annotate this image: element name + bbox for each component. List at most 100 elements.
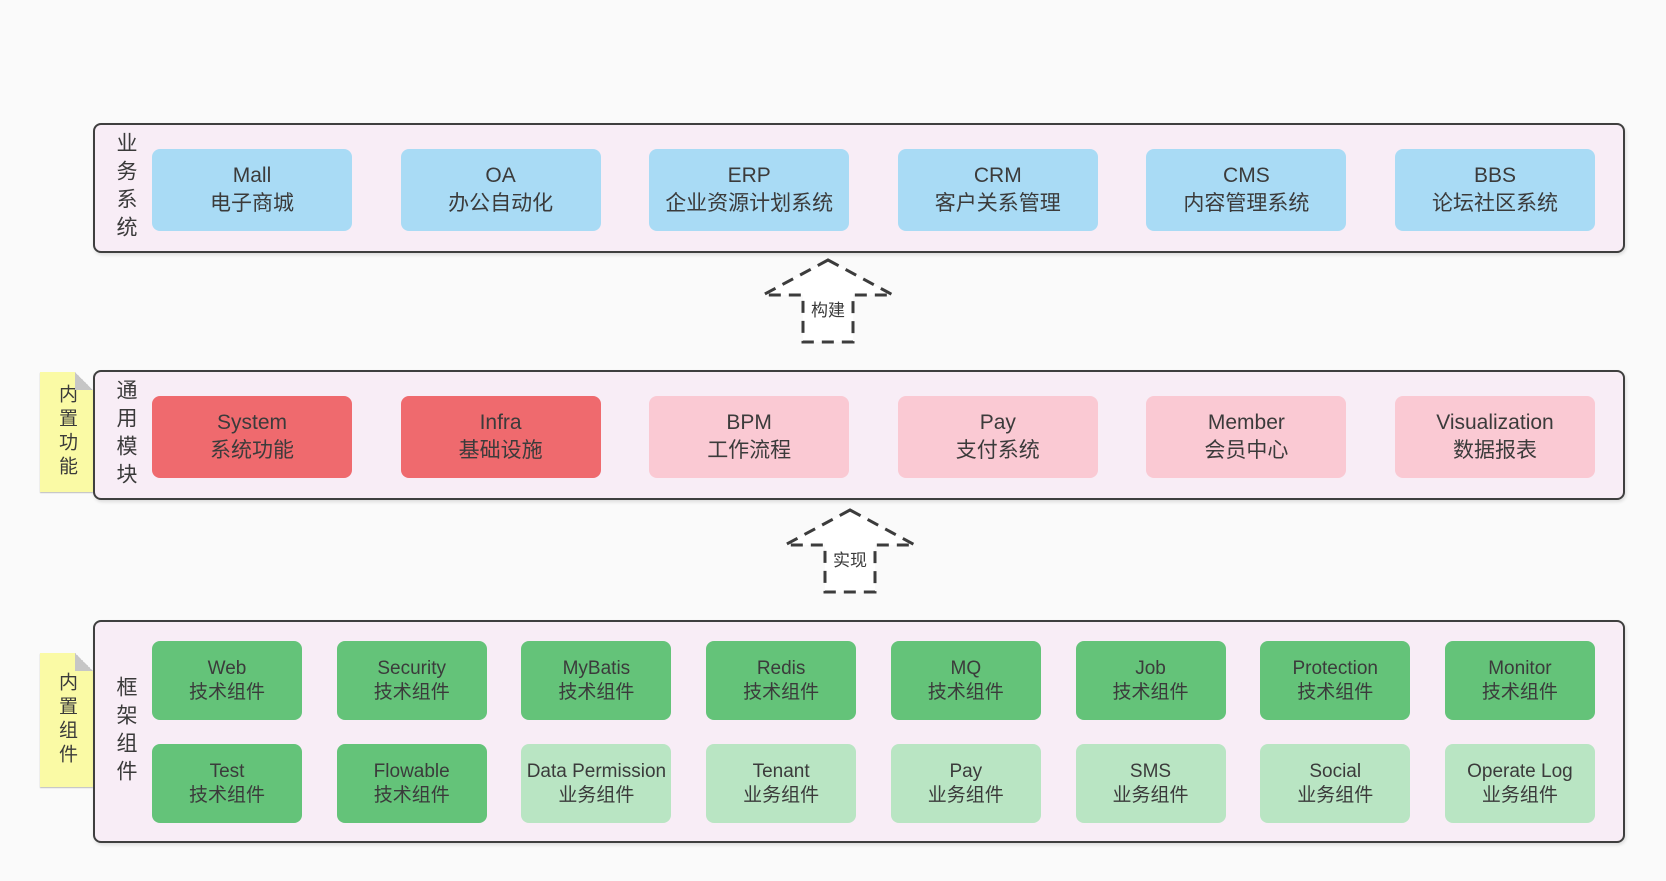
- builtin-components-sticky: 内置组件: [40, 653, 93, 787]
- business-systems-label: 业务系统: [114, 132, 137, 244]
- box-title: MQ: [950, 657, 982, 679]
- box-subtitle: 数据报表: [1452, 439, 1537, 462]
- framework-components-strip-top: Web 技术组件 Security 技术组件 MyBatis 技术组件 Redi…: [152, 641, 1595, 720]
- box-title: Pay: [979, 411, 1016, 434]
- box-test: Test 技术组件: [152, 744, 302, 823]
- box-subtitle: 内容管理系统: [1183, 192, 1310, 215]
- box-title: Redis: [756, 657, 806, 679]
- box-subtitle: 技术组件: [373, 784, 450, 806]
- box-title: Tenant: [752, 760, 810, 782]
- box-subtitle: 业务组件: [1297, 784, 1374, 806]
- common-modules-container: 通用模块 System 系统功能 Infra 基础设施 BPM 工作流程 Pay…: [93, 370, 1625, 500]
- box-subtitle: 业务组件: [743, 784, 820, 806]
- box-member: Member 会员中心: [1146, 396, 1347, 478]
- box-data-permission: Data Permission 业务组件: [521, 744, 672, 823]
- implement-arrow: 实现: [783, 508, 917, 594]
- box-subtitle: 技术组件: [188, 681, 265, 703]
- framework-components-strip-bottom: Test 技术组件 Flowable 技术组件 Data Permission …: [152, 744, 1595, 823]
- common-modules-label: 通用模块: [114, 379, 137, 491]
- box-subtitle: 技术组件: [373, 681, 450, 703]
- builtin-features-sticky: 内置功能: [40, 372, 93, 492]
- box-subtitle: 业务组件: [927, 784, 1004, 806]
- box-subtitle: 系统功能: [210, 439, 294, 462]
- box-title: Job: [1135, 657, 1166, 679]
- box-pay-module: Pay 支付系统: [897, 396, 1098, 478]
- folded-corner-icon: [75, 372, 93, 390]
- box-title: ERP: [727, 164, 771, 187]
- box-title: MyBatis: [562, 657, 631, 679]
- box-subtitle: 支付系统: [955, 439, 1040, 462]
- box-title: Data Permission: [526, 760, 667, 782]
- box-subtitle: 企业资源计划系统: [665, 192, 834, 215]
- box-title: OA: [485, 164, 516, 187]
- box-subtitle: 技术组件: [927, 681, 1004, 703]
- box-title: Pay: [949, 760, 983, 782]
- framework-components-label: 框架组件: [114, 675, 137, 788]
- box-title: Protection: [1292, 657, 1378, 679]
- box-pay-component: Pay 业务组件: [890, 744, 1041, 823]
- box-subtitle: 论坛社区系统: [1431, 192, 1558, 215]
- box-mybatis: MyBatis 技术组件: [521, 641, 672, 720]
- box-title: Web: [207, 657, 247, 679]
- framework-components-container: 框架组件 Web 技术组件 Security 技术组件 MyBatis 技术组件…: [93, 620, 1625, 843]
- box-job: Job 技术组件: [1075, 641, 1226, 720]
- box-subtitle: 技术组件: [743, 681, 820, 703]
- box-subtitle: 技术组件: [1112, 681, 1189, 703]
- builtin-features-sticky-label: 内置功能: [56, 384, 77, 480]
- box-bpm: BPM 工作流程: [649, 396, 850, 478]
- box-title: Flowable: [373, 760, 450, 782]
- box-subtitle: 客户关系管理: [934, 192, 1061, 215]
- box-title: Infra: [479, 411, 522, 434]
- box-subtitle: 工作流程: [707, 439, 792, 462]
- box-subtitle: 技术组件: [1481, 681, 1558, 703]
- box-subtitle: 技术组件: [1297, 681, 1374, 703]
- box-title: Mall: [232, 164, 272, 187]
- box-crm: CRM 客户关系管理: [897, 149, 1098, 231]
- box-sms: SMS 业务组件: [1075, 744, 1226, 823]
- box-mall: Mall 电子商城: [152, 149, 352, 231]
- box-redis: Redis 技术组件: [706, 641, 857, 720]
- box-tenant: Tenant 业务组件: [706, 744, 857, 823]
- box-title: Security: [377, 657, 447, 679]
- box-subtitle: 业务组件: [1481, 784, 1558, 806]
- box-subtitle: 技术组件: [188, 784, 265, 806]
- box-flowable: Flowable 技术组件: [336, 744, 487, 823]
- box-visualization: Visualization 数据报表: [1394, 396, 1595, 478]
- box-title: Monitor: [1488, 657, 1552, 679]
- box-system: System 系统功能: [152, 396, 352, 478]
- box-oa: OA 办公自动化: [400, 149, 601, 231]
- box-erp: ERP 企业资源计划系统: [649, 149, 850, 231]
- box-protection: Protection 技术组件: [1260, 641, 1411, 720]
- box-bbs: BBS 论坛社区系统: [1394, 149, 1595, 231]
- box-title: Social: [1309, 760, 1362, 782]
- business-systems-strip: Mall 电子商城 OA 办公自动化 ERP 企业资源计划系统 CRM 客户关系…: [152, 149, 1595, 231]
- box-subtitle: 会员中心: [1204, 439, 1289, 462]
- box-mq: MQ 技术组件: [890, 641, 1041, 720]
- box-subtitle: 电子商城: [210, 192, 294, 215]
- box-title: System: [216, 411, 287, 434]
- common-modules-strip: System 系统功能 Infra 基础设施 BPM 工作流程 Pay 支付系统…: [152, 396, 1595, 478]
- box-subtitle: 业务组件: [1112, 784, 1189, 806]
- box-title: Test: [209, 760, 245, 782]
- box-title: CRM: [973, 164, 1022, 187]
- box-title: CMS: [1223, 164, 1270, 187]
- box-security: Security 技术组件: [336, 641, 487, 720]
- build-arrow: 构建: [761, 258, 895, 344]
- box-infra: Infra 基础设施: [400, 396, 601, 478]
- box-title: BBS: [1473, 164, 1516, 187]
- box-social: Social 业务组件: [1260, 744, 1411, 823]
- business-systems-container: 业务系统 Mall 电子商城 OA 办公自动化 ERP 企业资源计划系统 CRM…: [93, 123, 1625, 253]
- box-title: BPM: [726, 411, 772, 434]
- box-operate-log: Operate Log 业务组件: [1444, 744, 1595, 823]
- box-title: Member: [1207, 411, 1285, 434]
- box-subtitle: 办公自动化: [448, 192, 554, 215]
- box-web: Web 技术组件: [152, 641, 302, 720]
- build-arrow-label: 构建: [809, 296, 847, 321]
- box-subtitle: 基础设施: [458, 439, 543, 462]
- box-monitor: Monitor 技术组件: [1444, 641, 1595, 720]
- builtin-components-sticky-label: 内置组件: [56, 672, 77, 768]
- box-subtitle: 业务组件: [558, 784, 635, 806]
- box-title: SMS: [1129, 760, 1172, 782]
- implement-arrow-label: 实现: [831, 546, 869, 571]
